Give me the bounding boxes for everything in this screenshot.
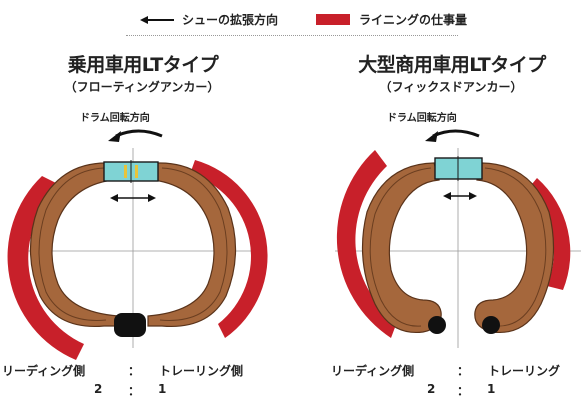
right-shoe-rim [484,167,547,327]
panel-title: 乗用車用LTタイプ [67,54,219,76]
drum-rotation-arrow-icon [115,129,163,138]
right-shoe-rim [159,167,228,321]
trailing-side-label: トレーリング側 [159,364,244,378]
legend-direction-label: シューの拡張方向 [182,13,279,27]
drum-rotation-arrow-icon [432,129,480,138]
left-shoe-rim [38,167,107,321]
drum-rotation-arrowhead-icon [425,131,438,142]
brake-diagram [7,129,268,360]
trailing-side-label: トレーリング [488,364,561,378]
left-anchor-pin [428,316,446,334]
left-shoe-rim [369,167,432,327]
trailing-ratio-value: 1 [487,382,496,396]
legend: シューの拡張方向 ライニングの仕事量 [0,0,583,40]
leading-side-label: リーディング側 [2,364,86,378]
trailing-ratio-value: 1 [158,382,167,396]
right-brake-shoe [474,162,555,334]
legend-lining-label: ライニングの仕事量 [359,13,468,27]
ratio-separator: ： [128,384,141,398]
right-anchor-pin [482,316,500,334]
shoe-expansion-arrows-icon [110,194,156,202]
panel-floating-anchor: 乗用車用LTタイプ （フローティングアンカー） ドラム回転方向 [2,54,268,398]
leading-side-label: リーディング側 [331,364,415,378]
legend-lining: ライニングの仕事量 [316,11,467,28]
right-brake-shoe [147,162,237,328]
leading-ratio-value: 2 [427,382,436,396]
drum-rotation-label: ドラム回転方向 [387,113,457,124]
ratio-separator: ： [457,384,470,398]
panel-subtitle: （フローティングアンカー） [64,80,220,94]
legend-direction: シューの拡張方向 [140,11,278,28]
ratio-separator: ： [128,364,141,378]
leading-ratio-value: 2 [94,382,103,396]
drum-rotation-label: ドラム回転方向 [80,113,150,124]
panel-title: 大型商用車用LTタイプ [358,54,546,76]
panel-fixed-anchor: 大型商用車用LTタイプ （フィックスドアンカー） ドラム回転方向 [291,0,583,400]
floating-anchor [114,313,146,337]
panel-subtitle: （フィックスドアンカー） [379,80,523,94]
ratio-separator: ： [457,364,470,378]
cylinder-piston-right [135,165,138,178]
lining-swatch [316,14,350,25]
leading-lining [336,150,397,338]
cylinder-piston-left [124,165,127,178]
brake-diagram [335,129,581,348]
expansion-arrow-icon [140,15,174,24]
trailing-lining [190,160,268,338]
leading-lining [7,176,84,360]
left-brake-shoe [29,162,119,328]
trailing-lining [527,178,571,290]
drum-rotation-arrowhead-icon [108,131,121,142]
legend-divider [126,35,458,36]
shoe-expansion-arrows-icon [443,192,477,200]
left-brake-shoe [361,162,442,334]
